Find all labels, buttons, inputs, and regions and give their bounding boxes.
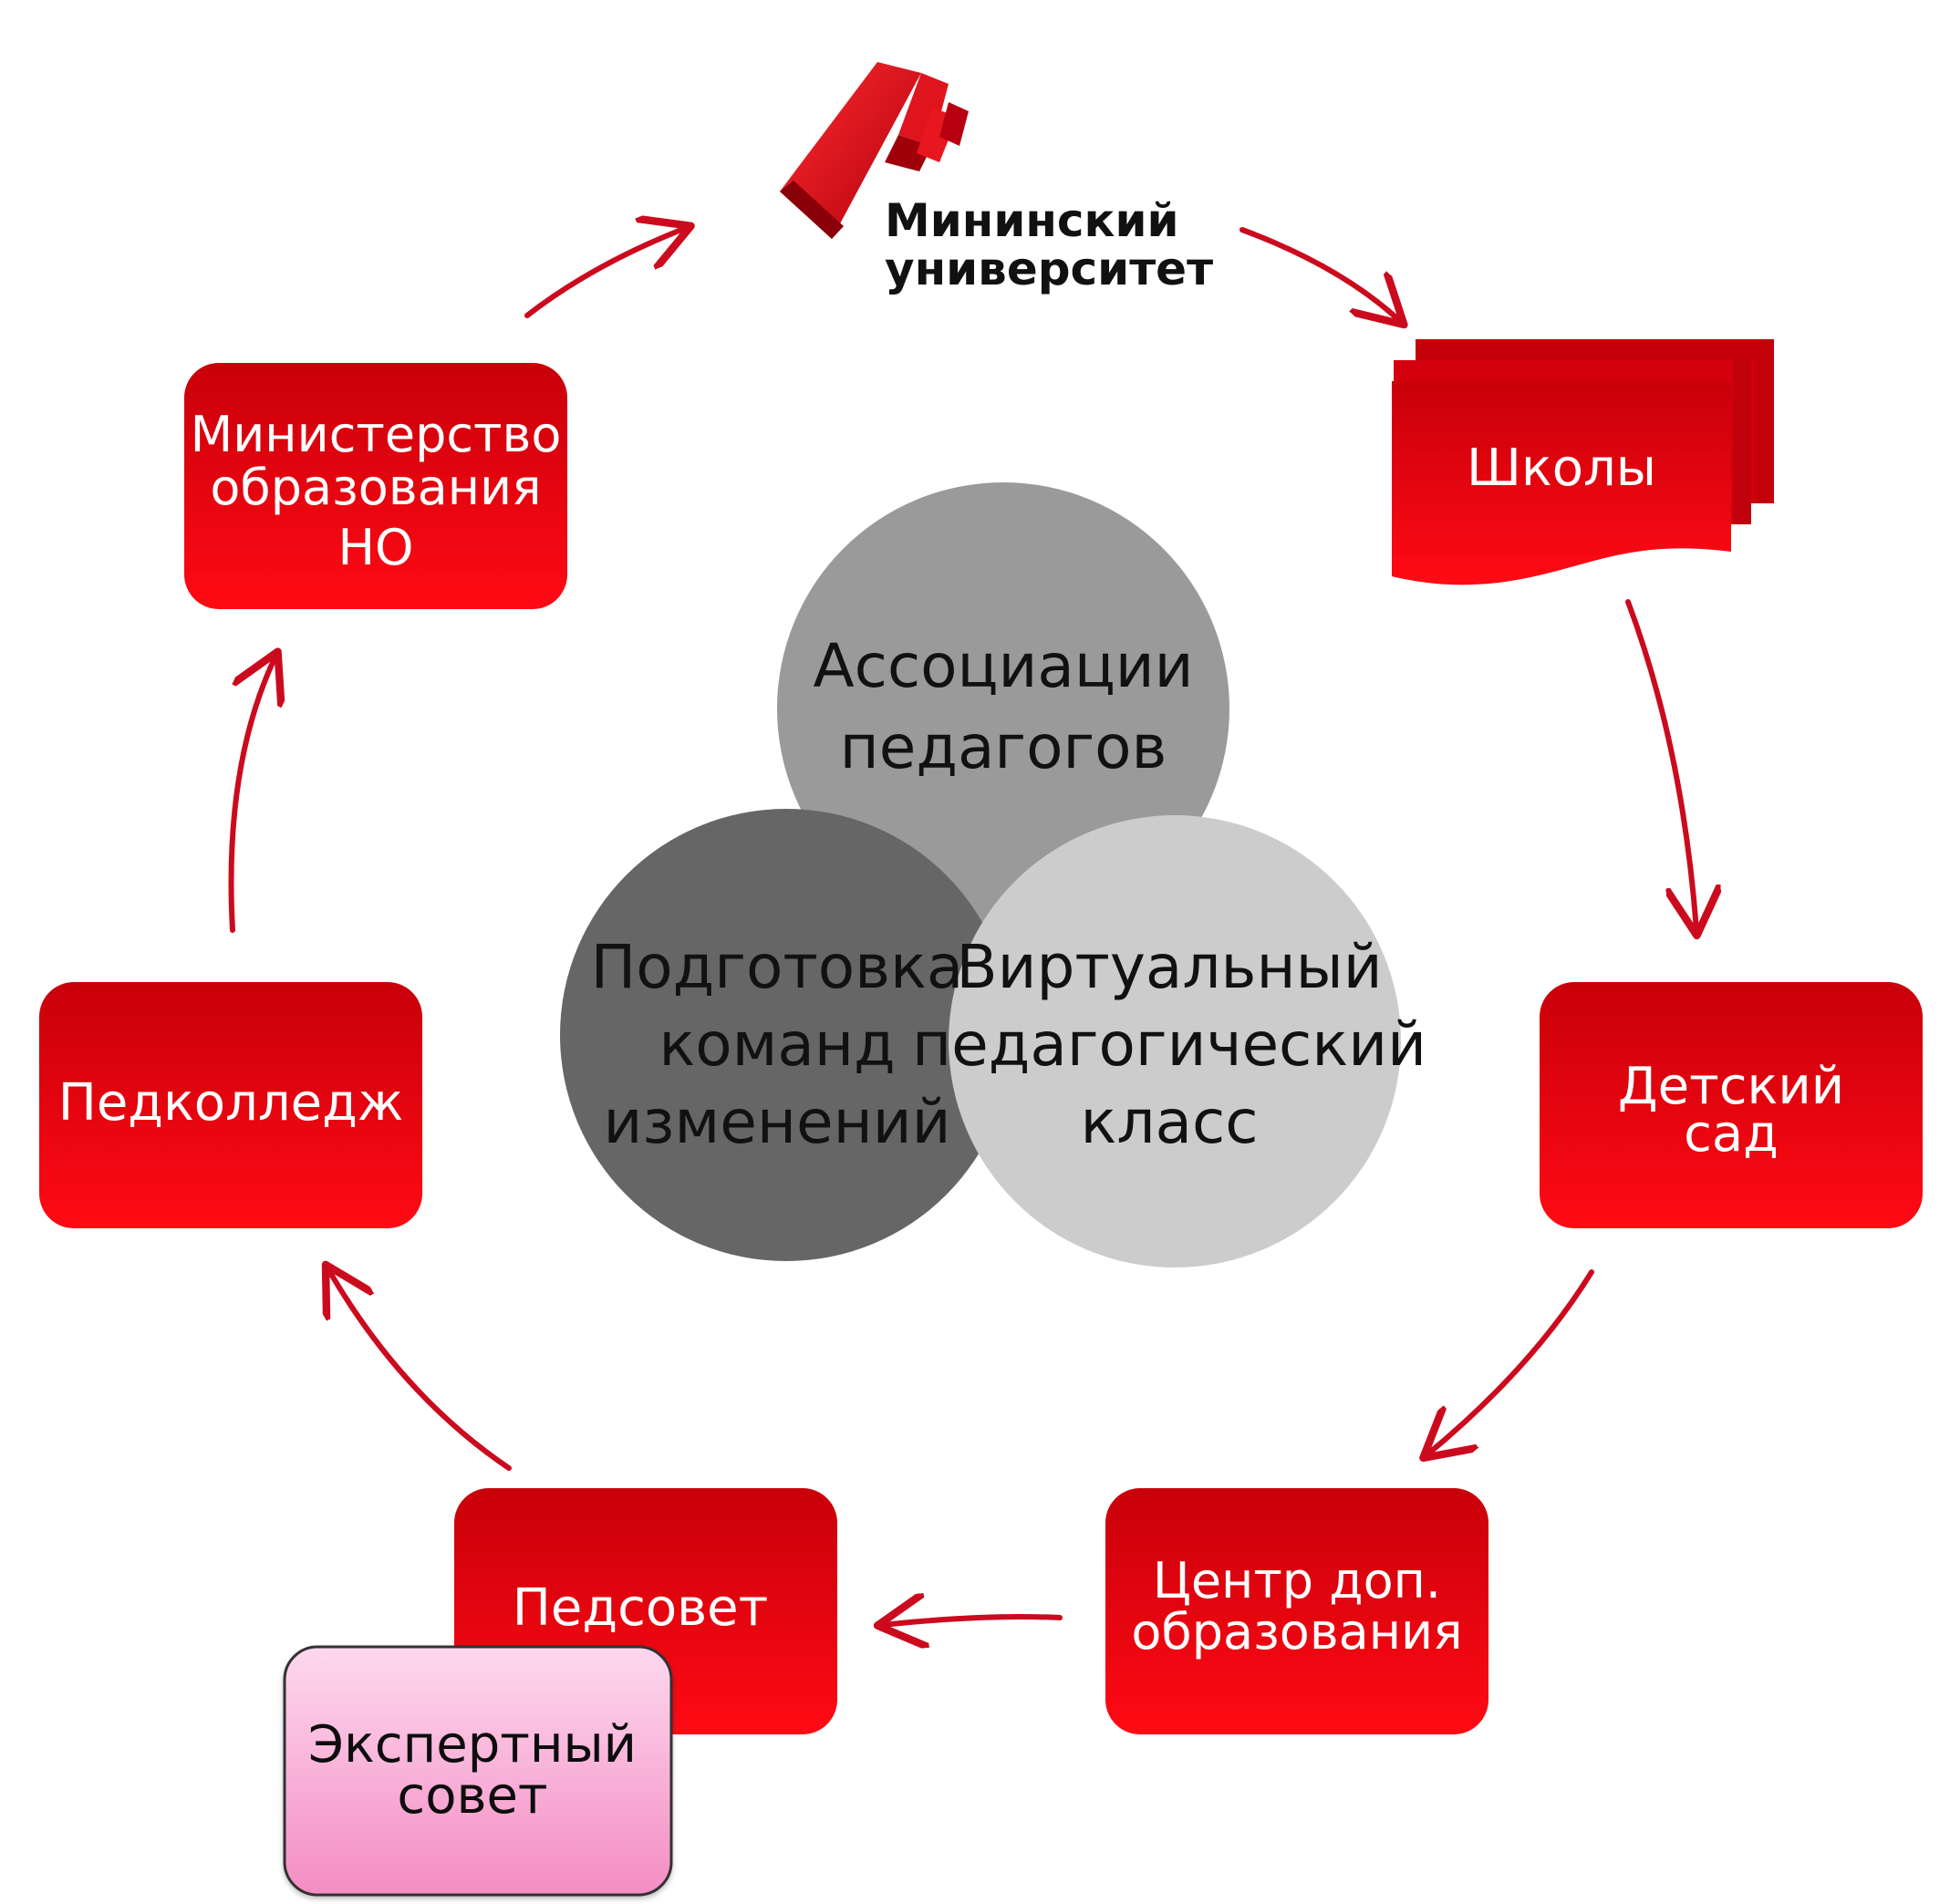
node-pedcollege: Педколледж [39,982,422,1228]
university-logo: Мининский университет [780,62,1213,295]
node-schools: Школы [1392,339,1774,585]
circle-associations [777,482,1229,935]
pedcollege-label: Педколледж [58,1073,404,1133]
arrow-schools-to-kindergarten [1625,599,1696,930]
circle-virtual-class [949,815,1401,1268]
virtual-class-line3: класс [1080,1087,1258,1157]
teams-line3: изменений [603,1087,950,1157]
ministry-line3: НО [337,519,413,576]
associations-line2: педагогов [840,712,1167,782]
mininsky-university-logo-icon [780,62,969,239]
arrow-ministry-to-university [524,228,686,318]
extra-center-line2: образования [1131,1603,1462,1661]
associations-line1: Ассоциации [813,631,1193,701]
circle-teams [560,809,1012,1261]
expert-council-line2: совет [397,1766,547,1826]
ministry-line1: Министерство [191,406,562,463]
ministry-line2: образования [210,459,541,516]
expert-council-line1: Экспертный [308,1715,637,1775]
kindergarten-line1: Детский [1618,1057,1844,1116]
arrow-pedcollege-to-ministry [228,657,275,933]
cycle-arrows [228,227,1696,1625]
schools-label: Школы [1467,439,1656,498]
arrow-university-to-schools [1239,227,1400,321]
pedsovet-label: Педсовет [513,1578,768,1638]
university-name-line1: Мининский [885,194,1179,247]
kindergarten-line2: сад [1684,1104,1779,1164]
extra-center-line1: Центр доп. [1153,1552,1441,1609]
node-expert-council: Экспертный совет [283,1645,673,1897]
teams-line2: команд [659,1009,895,1080]
arrow-extra-center-to-pedsovet [883,1617,1063,1625]
arrow-kindergarten-to-extra-center [1427,1269,1594,1454]
teams-line1: Подготовка [591,932,964,1002]
virtual-class-line2: педагогический [912,1009,1426,1080]
virtual-class-line1: Виртуальный [956,932,1382,1002]
arrow-pedsovet-to-pedcollege [328,1269,512,1471]
university-name-line2: университет [885,243,1213,295]
center-circles: Ассоциации педагогов Подготовка команд и… [560,482,1426,1268]
node-extra-center: Центр доп. образования [1105,1488,1488,1734]
node-ministry: Министерство образования НО [184,363,567,609]
node-kindergarten: Детский сад [1540,982,1923,1228]
